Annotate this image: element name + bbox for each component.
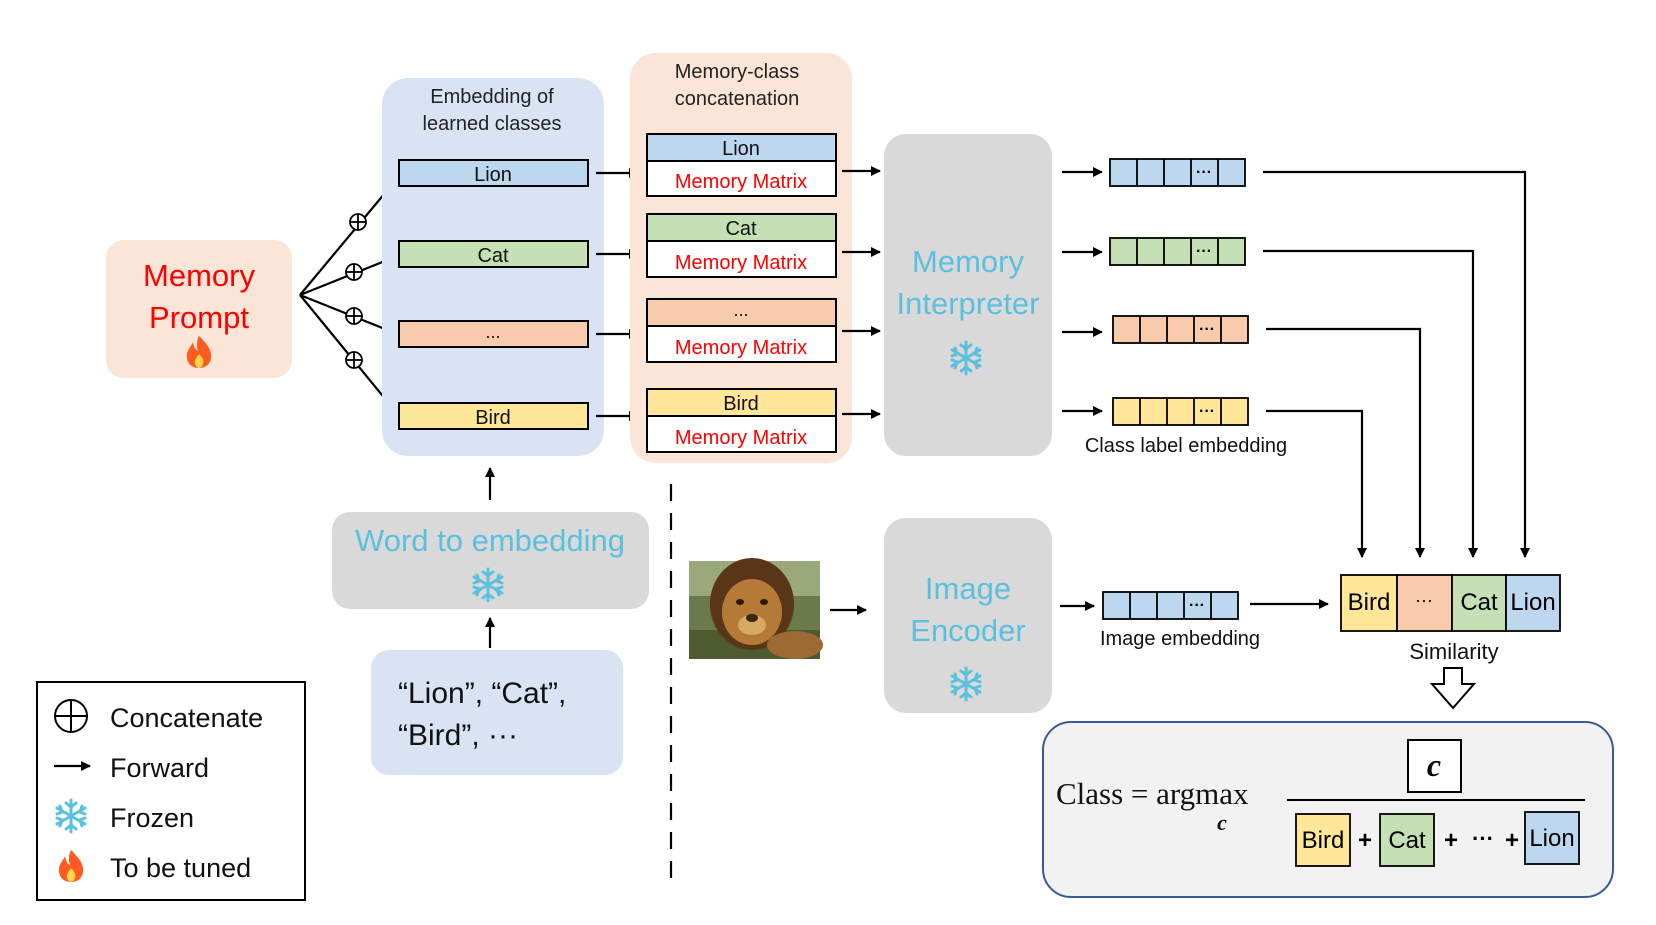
class-label-embedding-lion [1109,158,1246,187]
concat-row-dots-label: ... [733,300,748,320]
plus-sign: + [1444,827,1458,854]
embedding-dots: ··· [1199,403,1215,420]
concat-panel-title-1: Memory-class [675,61,799,83]
memory-prompt-line2: Prompt [149,300,249,335]
embedding-to-similarity-lines [1263,170,1530,558]
concat-row-bird-matrix: Memory Matrix [675,427,807,449]
legend: Concatenate Forward Frozen To be tuned [36,681,306,901]
embedding-panel-title-2: learned classes [423,113,562,135]
embedding-dots: ··· [1189,597,1205,614]
word-to-embedding-label: Word to embedding [355,523,625,558]
class-label-embedding-bird [1112,397,1249,426]
similarity-cell-cat: Cat [1460,589,1498,616]
image-embedding-strip [1102,591,1239,620]
plus-sign: + [1358,827,1372,854]
den-cell-bird [1295,813,1351,867]
similarity-cell-dots: ··· [1415,590,1433,610]
concatenate-icon [345,351,363,369]
words-input-line1: “Lion”, “Cat”, [398,677,566,710]
formula-lhs: Class = argmax [1056,776,1249,811]
words-input-box: “Lion”, “Cat”, “Bird”, ··· [371,650,623,775]
embedding-dots: ··· [1196,243,1212,260]
interpreter-to-embedding-arrows [1062,167,1103,416]
formula-ellipsis: ··· [1472,826,1494,851]
concat-row-dots-matrix: Memory Matrix [675,337,807,359]
similarity-cell-lion: Lion [1510,589,1555,616]
image-embedding-caption: Image embedding [1100,628,1260,650]
den-cell-cat [1379,813,1435,867]
concatenate-icon [349,213,367,231]
similarity-cell-bird: Bird [1348,589,1391,616]
concat-row-bird-label: Bird [723,393,759,415]
memory-prompt-line1: Memory [143,258,255,293]
concat-row-cat-matrix: Memory Matrix [675,252,807,274]
class-label-embedding-caption: Class label embedding [1085,435,1287,457]
hollow-down-arrow-icon [1429,667,1477,710]
den-cell-cat-label: Cat [1388,827,1426,854]
concat-row-lion-label: Lion [722,138,760,160]
concatenate-icon [345,307,363,325]
formula-box: Class = argmax c c Bird + Cat + ··· + Li… [1042,721,1614,898]
den-cell-bird-label: Bird [1302,827,1345,854]
image-encoder-box: Image Encoder [884,518,1052,713]
numerator-box [1407,739,1462,793]
embedding-panel: Embedding of learned classes Lion Cat ..… [382,78,604,456]
class-label-embedding-cat [1109,237,1246,266]
embedding-dots: ··· [1199,321,1215,338]
concat-row-lion-matrix: Memory Matrix [675,171,807,193]
embedding-row-dots: ... [485,322,500,342]
legend-frozen: Frozen [110,803,194,833]
similarity-row [1340,574,1561,632]
image-encoder-line2: Encoder [910,613,1025,648]
den-cell-lion [1524,811,1580,865]
word-to-embedding-box: Word to embedding [332,512,649,609]
legend-concatenate: Concatenate [110,703,263,733]
memory-interpreter-box: Memory Interpreter [884,134,1052,456]
concat-row-cat-label: Cat [725,218,757,240]
lion-photo [689,558,823,659]
concat-to-interpreter-arrows [842,166,881,419]
similarity-caption: Similarity [1409,639,1498,664]
den-cell-lion-label: Lion [1529,825,1574,852]
plus-sign: + [1505,827,1519,854]
formula-subscript: c [1217,810,1227,835]
embedding-row-lion: Lion [474,164,512,186]
concatenate-icon [345,263,363,281]
memory-prompt-box: Memory Prompt [106,240,292,378]
formula-numerator: c [1427,747,1441,783]
concatenate-icon [54,699,88,733]
image-encoder-line1: Image [925,571,1011,606]
words-input-line2: “Bird”, ··· [398,719,518,752]
legend-to-be-tuned: To be tuned [110,853,251,883]
class-label-embedding-dots [1112,315,1249,344]
concat-panel-title-2: concatenation [675,88,800,110]
embedding-dots: ··· [1196,164,1212,181]
embedding-panel-title-1: Embedding of [430,86,554,108]
memory-interpreter-line2: Interpreter [896,286,1039,321]
memory-interpreter-line1: Memory [912,244,1024,279]
legend-forward: Forward [110,753,209,783]
embedding-row-cat: Cat [477,245,509,267]
concat-panel: Memory-class concatenation Lion Memory M… [630,53,852,463]
embedding-row-bird: Bird [475,407,511,429]
